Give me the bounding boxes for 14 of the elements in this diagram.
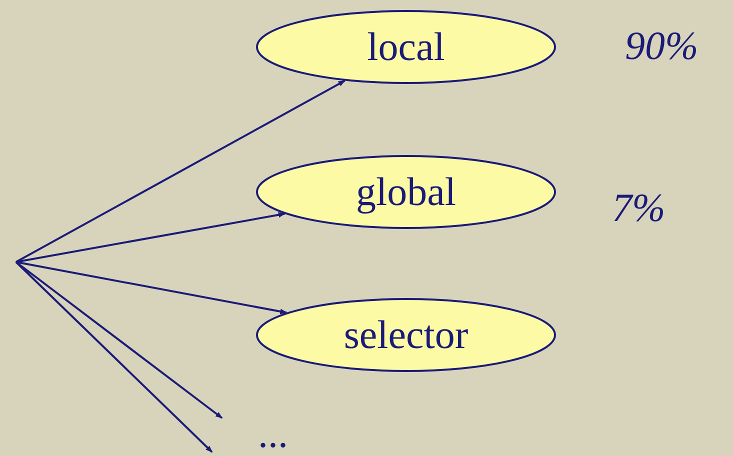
arrow [15, 261, 213, 453]
node-label: selector [344, 315, 468, 355]
arrow [16, 261, 288, 314]
ellipse-node [256, 298, 556, 372]
ellipse-node [256, 155, 556, 229]
node-label: global [356, 172, 456, 212]
arrow [16, 212, 286, 263]
arrow [16, 80, 346, 263]
percentage-label: 90% [625, 26, 698, 66]
ellipse-node [256, 10, 556, 84]
ellipsis-text: ... [258, 414, 288, 454]
arrow [15, 261, 223, 419]
percentage-label: 7% [612, 188, 666, 228]
node-label: local [367, 27, 445, 67]
